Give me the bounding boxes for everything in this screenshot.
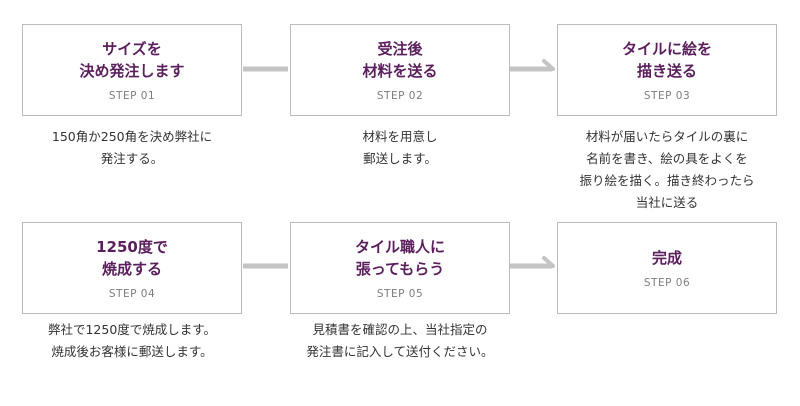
step-title: タイル職人に 張ってもらう: [354, 238, 445, 278]
step-description: 材料を用意し 郵送します。: [362, 129, 438, 166]
step-title: タイルに絵を 描き送る: [621, 40, 712, 80]
step-number: STEP 03: [643, 90, 691, 102]
step-title: 完成: [651, 249, 682, 267]
connector-arrow-1: [243, 66, 288, 72]
step-number: STEP 01: [108, 90, 156, 102]
step-box-2: 受注後 材料を送る STEP 02: [290, 24, 510, 116]
step-title: 受注後 材料を送る: [362, 40, 438, 80]
step-number: STEP 06: [643, 277, 691, 289]
step-description: 150角か250角を決め弊社に 発注する。: [51, 129, 213, 166]
step-box-4: 1250度で 焼成する STEP 04: [22, 222, 242, 314]
connector-arrow-4: [243, 263, 288, 269]
step-box-1: サイズを 決め発注します STEP 01: [22, 24, 242, 116]
step-description: 弊社で1250度で焼成します。 焼成後お客様に郵送します。: [47, 322, 217, 359]
step-number: STEP 05: [376, 288, 424, 300]
step-title: 1250度で 焼成する: [96, 238, 168, 278]
step-number: STEP 04: [108, 288, 156, 300]
step-box-3: タイルに絵を 描き送る STEP 03: [557, 24, 777, 116]
step-description: 見積書を確認の上、当社指定の 発注書に記入して送付ください。: [306, 322, 494, 359]
right-arrow-icon: [510, 256, 555, 269]
step-description: 材料が届いたらタイルの裏に 名前を書き、絵の具をよくを 振り絵を描く。描き終わっ…: [579, 129, 755, 210]
step-box-6: 完成 STEP 06: [557, 222, 777, 314]
step-title: サイズを 決め発注します: [79, 40, 185, 80]
step-box-5: タイル職人に 張ってもらう STEP 05: [290, 222, 510, 314]
right-arrow-icon: [510, 59, 555, 72]
step-number: STEP 02: [376, 90, 424, 102]
